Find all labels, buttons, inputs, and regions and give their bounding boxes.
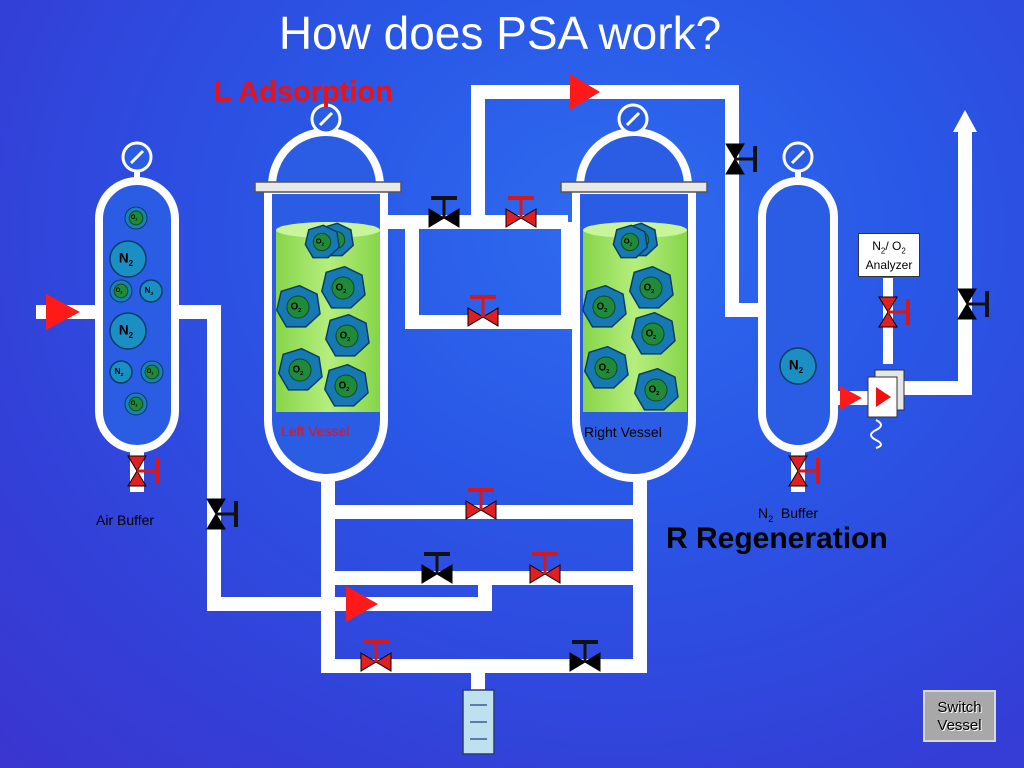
svg-text:O2: O2 — [597, 301, 608, 313]
n2-symbol: N — [758, 505, 769, 521]
flow-arrow-icon — [346, 586, 378, 622]
switch-vessel-line1: Switch — [937, 699, 982, 716]
n2-molecule-icon: N2 — [109, 312, 147, 350]
sieve-trapped-o2-icon: O2 — [612, 224, 649, 259]
sieve-trapped-o2-icon: O2 — [324, 363, 369, 407]
svg-text:O2: O2 — [147, 369, 154, 376]
svg-text:O2: O2 — [316, 237, 325, 247]
svg-text:O2: O2 — [339, 380, 350, 392]
o2-molecule-icon: O2 — [124, 392, 148, 416]
switch-vessel-line2: Vessel — [937, 717, 982, 734]
sieve-trapped-o2-icon: O2 — [634, 367, 679, 411]
outlet-arrow-icon — [953, 110, 977, 132]
sieve-trapped-o2-icon: O2 — [629, 265, 674, 309]
svg-text:O2: O2 — [131, 401, 138, 408]
sieve-trapped-o2-icon: O2 — [325, 313, 370, 357]
flow-arrow-icon — [840, 386, 862, 410]
svg-text:N2: N2 — [145, 286, 154, 297]
flow-arrow-icon — [46, 294, 80, 330]
n2-molecule-icon: N2 — [109, 360, 133, 384]
sieve-trapped-o2-icon: O2 — [631, 311, 676, 355]
valve-open-icon — [878, 296, 910, 328]
pressure-gauge-icon — [121, 141, 153, 173]
buffer-word: Buffer — [780, 505, 819, 521]
pressure-gauge-icon — [782, 141, 814, 173]
sieve-trapped-o2-icon: O2 — [321, 265, 366, 309]
o2-molecule-icon: O2 — [140, 360, 164, 384]
sieve-trapped-o2-icon: O2 — [278, 347, 323, 391]
valve-closed-icon — [206, 498, 238, 530]
svg-text:O2: O2 — [599, 362, 610, 374]
sieve-trapped-o2-icon: O2 — [276, 284, 321, 328]
page-title: How does PSA work? — [278, 7, 722, 59]
svg-text:O2: O2 — [116, 288, 123, 295]
valve-closed-icon — [957, 288, 989, 320]
valve-open-icon — [467, 295, 499, 327]
n2-o2-analyzer: N2/ O2 Analyzer — [858, 233, 920, 277]
valve-closed-icon — [421, 552, 453, 584]
flow-meter — [867, 369, 905, 449]
n2-buffer-label: N2 Buffer — [758, 505, 819, 524]
svg-text:O2: O2 — [644, 282, 655, 294]
svg-text:O2: O2 — [293, 364, 304, 376]
svg-text:N2: N2 — [115, 367, 124, 378]
muffler — [462, 689, 495, 755]
sieve-trapped-o2-icon: O2 — [584, 345, 629, 389]
svg-text:O2: O2 — [340, 330, 351, 342]
svg-text:O2: O2 — [336, 282, 347, 294]
valve-closed-icon — [569, 640, 601, 672]
air-buffer-label: Air Buffer — [96, 512, 155, 528]
o2-molecule-icon: O2 — [124, 206, 148, 230]
valve-closed-icon — [428, 196, 460, 228]
svg-text:O2: O2 — [624, 237, 633, 247]
left-adsorption-label: L Adsorption — [214, 76, 393, 108]
valve-open-icon — [788, 455, 820, 487]
switch-vessel-button[interactable]: Switch Vessel — [923, 690, 996, 742]
o2-molecule-icon: O2 — [109, 279, 133, 303]
svg-text:O2: O2 — [291, 301, 302, 313]
svg-text:O2: O2 — [649, 384, 660, 396]
n2-molecule-icon: N2 — [779, 347, 817, 385]
valve-open-icon — [505, 196, 537, 228]
sieve-trapped-o2-icon: O2 — [582, 284, 627, 328]
valve-open-icon — [127, 455, 159, 487]
left-vessel-label: Left Vessel — [281, 423, 350, 439]
n2-molecule-icon: N2 — [139, 279, 163, 303]
right-regeneration-label: R Regeneration — [666, 522, 888, 555]
n2-molecule-icon: N2 — [109, 240, 147, 278]
svg-text:O2: O2 — [131, 215, 138, 222]
pressure-gauge-icon — [310, 103, 342, 135]
right-vessel-label: Right Vessel — [584, 424, 662, 440]
valve-open-icon — [360, 640, 392, 672]
valve-closed-icon — [725, 143, 757, 175]
flow-arrow-icon — [570, 74, 600, 110]
valve-open-icon — [465, 488, 497, 520]
valve-open-icon — [529, 552, 561, 584]
pressure-gauge-icon — [617, 103, 649, 135]
svg-text:O2: O2 — [646, 328, 657, 340]
sieve-trapped-o2-icon: O2 — [304, 224, 341, 259]
n2-buffer-vessel — [758, 172, 838, 453]
